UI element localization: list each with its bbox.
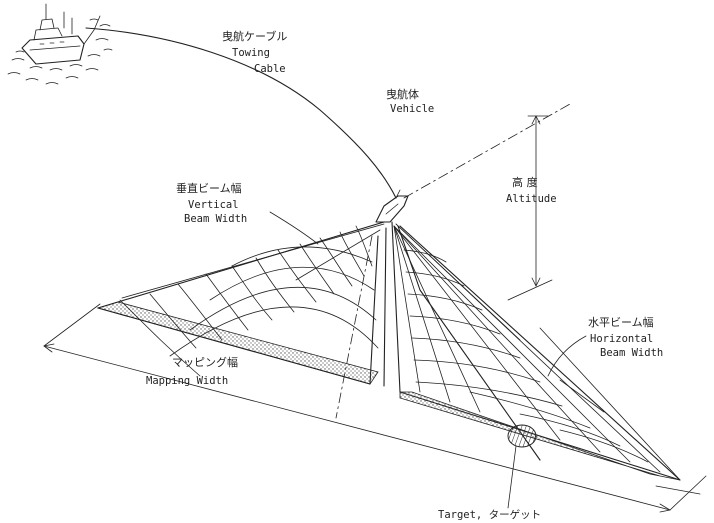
sea-surface xyxy=(7,18,113,85)
vehicle-label-en: Vehicle xyxy=(390,103,434,115)
vertical-beam-label-en-2: Beam Width xyxy=(184,213,247,225)
horizontal-beam-label-en-2: Beam Width xyxy=(600,347,663,359)
altitude-dimension xyxy=(507,115,553,301)
horizontal-beam-leader xyxy=(547,335,587,377)
target-icon xyxy=(507,424,537,448)
towing-cable xyxy=(85,27,397,199)
track-line-upper xyxy=(403,103,571,199)
vertical-beam-label-en-1: Vertical xyxy=(188,199,239,211)
vertical-beam-leader xyxy=(269,211,319,245)
vehicle-icon xyxy=(375,189,409,223)
vehicle-label-jp: 曳航体 xyxy=(386,87,419,101)
target-leader xyxy=(507,445,517,509)
ship-icon xyxy=(21,3,101,65)
port-swath xyxy=(96,221,387,387)
altitude-label-jp: 高 度 xyxy=(512,175,538,189)
mapping-width-label-jp: マッピング幅 xyxy=(172,355,238,369)
horizontal-beam-label-en-1: Horizontal xyxy=(590,333,653,345)
mapping-width-dimension xyxy=(43,303,707,513)
track-line-lower xyxy=(335,235,373,419)
towing-cable-label-en-2: Cable xyxy=(254,63,286,75)
altitude-label-en: Altitude xyxy=(506,193,557,205)
towing-cable-label-jp: 曳航ケーブル xyxy=(222,29,287,43)
towing-cable-label-en-1: Towing xyxy=(232,47,270,59)
mapping-width-label-en: Mapping Width xyxy=(146,375,228,387)
starboard-swath xyxy=(391,221,681,481)
horizontal-beam-label-jp: 水平ビーム幅 xyxy=(588,316,654,329)
vertical-beam-label-jp: 垂直ビーム幅 xyxy=(176,181,242,195)
target-label: Target, ターゲット xyxy=(438,509,541,521)
